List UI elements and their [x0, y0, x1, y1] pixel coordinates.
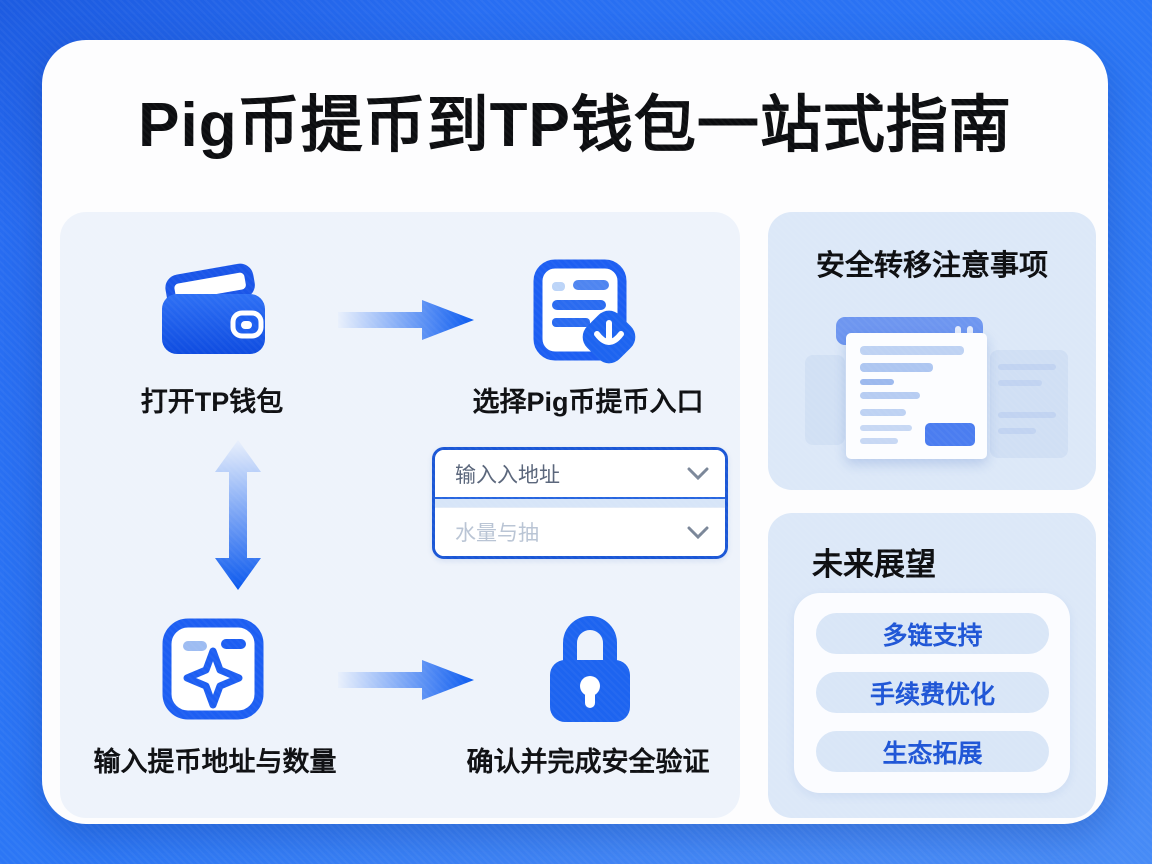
future-item-ecosystem[interactable]: 生态拓展: [816, 731, 1049, 772]
window-control-icon: [967, 326, 973, 336]
future-item-multichain[interactable]: 多链支持: [816, 613, 1049, 654]
window-control-icon: [955, 326, 961, 336]
browser-document-illustration: [768, 212, 1096, 490]
browser-page: [846, 333, 987, 459]
withdraw-form: 输入入地址 水量与抽: [432, 447, 728, 559]
arrow-right-icon: [338, 300, 474, 340]
future-items-box: 多链支持 手续费优化 生态拓展: [794, 593, 1070, 793]
step-label-select-entry: 选择Pig币提币入口: [472, 387, 704, 417]
future-panel-title: 未来展望: [812, 547, 936, 582]
arrow-right-icon: [338, 660, 474, 700]
future-item-fees[interactable]: 手续费优化: [816, 672, 1049, 713]
lock-icon: [550, 616, 630, 722]
arrow-vertical-icon: [215, 440, 261, 590]
amount-placeholder: 水量与抽: [455, 522, 539, 545]
address-select[interactable]: 输入入地址: [435, 450, 725, 499]
wallet-icon: [162, 263, 265, 354]
document-download-icon: [533, 259, 636, 364]
step-label-enter-address: 输入提币地址与数量: [93, 747, 337, 777]
ghost-card-left: [805, 355, 845, 445]
step-label-confirm-verify: 确认并完成安全验证: [466, 747, 710, 777]
address-placeholder: 输入入地址: [455, 463, 560, 487]
chevron-down-icon[interactable]: [687, 467, 709, 480]
flow-panel: 打开TP钱包 选择Pig币提币入口 输入入地址: [60, 212, 740, 818]
future-panel: 未来展望 多链支持 手续费优化 生态拓展: [768, 513, 1096, 818]
ghost-card-right: [990, 350, 1068, 458]
main-card: Pig币提币到TP钱包一站式指南: [42, 40, 1108, 824]
safety-panel-title: 安全转移注意事项: [815, 250, 1048, 282]
amount-select[interactable]: 水量与抽: [435, 507, 725, 556]
step-label-open-wallet: 打开TP钱包: [140, 387, 284, 417]
chevron-down-icon[interactable]: [687, 526, 709, 539]
safety-panel: 安全转移注意事项: [768, 212, 1096, 490]
page-title: Pig币提币到TP钱包一站式指南: [138, 91, 1012, 160]
app-sparkle-icon: [162, 618, 264, 720]
cta-button-illustration: [925, 423, 975, 446]
